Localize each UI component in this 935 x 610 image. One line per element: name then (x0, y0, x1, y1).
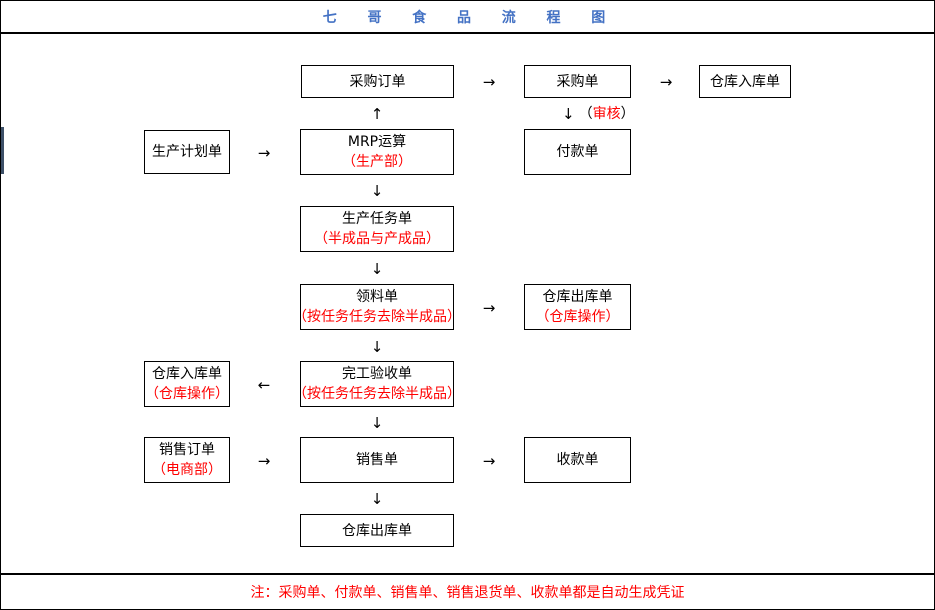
node-label: 仓库出库单 (342, 522, 412, 539)
node-sales-order: 销售订单 （电商部） (144, 437, 230, 483)
arrow-down-sales-to-warehouse-out: ↓ (370, 490, 384, 508)
node-warehouse-out-bottom: 仓库出库单 (300, 514, 454, 547)
arrow-down-purchase-to-payment: ↓ （审核） (562, 105, 635, 123)
down-arrow-glyph: ↓ (562, 105, 575, 123)
node-label: 仓库出库单 (542, 289, 613, 305)
node-production-task: 生产任务单 （半成品与产成品） (300, 206, 454, 252)
arrow-right-production-plan-to-mrp: → (257, 144, 271, 162)
node-sub-label: （电商部） (152, 462, 222, 478)
node-sub-label: （半成品与产成品） (314, 231, 440, 247)
node-warehouse-out-mid: 仓库出库单 （仓库操作） (524, 284, 631, 330)
arrow-right-sales-to-receipt: → (482, 452, 496, 470)
audit-label: 审核 (592, 106, 621, 122)
arrow-down-completion-to-sales: ↓ (370, 414, 384, 432)
node-receipt: 收款单 (524, 437, 631, 483)
arrow-left-completion-to-warehouse-in: ← (257, 376, 271, 394)
node-label: 完工验收单 (342, 366, 412, 382)
page-title: 七 哥 食 品 流 程 图 (322, 9, 613, 26)
node-label: 收款单 (556, 452, 599, 468)
footer-note: 注：采购单、付款单、销售单、销售退货单、收款单都是自动生成凭证 (250, 585, 685, 601)
arrow-down-picking-to-completion: ↓ (370, 338, 384, 356)
arrow-right-picking-to-warehouse-out: → (482, 299, 496, 317)
node-purchase: 采购单 (524, 65, 631, 98)
node-sub-label: （生产部） (342, 154, 412, 170)
arrow-down-mrp-to-production-task: ↓ (370, 182, 384, 200)
node-sub-label: （按任务任务去除半成品） (293, 309, 461, 325)
node-sub-label: （仓库操作） (145, 386, 229, 402)
node-label: 生产计划单 (152, 144, 222, 160)
node-warehouse-in-mid: 仓库入库单 （仓库操作） (144, 361, 230, 407)
arrow-right-purchase-to-warehouse-in: → (659, 73, 673, 91)
node-label: 领料单 (356, 289, 398, 305)
node-purchase-order: 采购订单 (301, 65, 454, 98)
left-edge-artifact (1, 127, 4, 174)
footer-bar: 注：采购单、付款单、销售单、销售退货单、收款单都是自动生成凭证 (1, 573, 934, 609)
node-production-plan: 生产计划单 (144, 130, 230, 174)
node-warehouse-in-top: 仓库入库单 (699, 65, 791, 98)
node-label: 付款单 (556, 144, 599, 160)
node-mrp: MRP运算 （生产部） (300, 129, 454, 175)
node-picking: 领料单 （按任务任务去除半成品） (293, 284, 461, 330)
arrow-up-mrp-to-purchase-order: ↑ (370, 105, 384, 123)
audit-paren-close: ） (620, 106, 635, 122)
arrow-right-sales-order-to-sales: → (257, 452, 271, 470)
arrow-right-purchase-order-to-purchase: → (482, 73, 496, 91)
node-sub-label: （按任务任务去除半成品） (293, 386, 461, 402)
node-label: 仓库入库单 (152, 366, 222, 382)
node-label: 采购单 (556, 73, 599, 90)
audit-paren-open: （ (578, 106, 593, 122)
node-label: 生产任务单 (342, 211, 412, 227)
node-payment: 付款单 (524, 129, 631, 175)
node-sub-label: （仓库操作） (535, 309, 620, 325)
node-label: 采购订单 (349, 73, 406, 90)
audit-annotation: （审核） (579, 105, 635, 123)
arrow-down-production-task-to-picking: ↓ (370, 260, 384, 278)
node-label: 销售订单 (159, 442, 215, 458)
node-label: 销售单 (356, 452, 398, 468)
node-label: MRP运算 (347, 134, 407, 150)
node-label: 仓库入库单 (710, 73, 780, 90)
node-completion: 完工验收单 （按任务任务去除半成品） (293, 361, 461, 407)
title-bar: 七 哥 食 品 流 程 图 (1, 1, 934, 34)
node-sales: 销售单 (300, 437, 454, 483)
